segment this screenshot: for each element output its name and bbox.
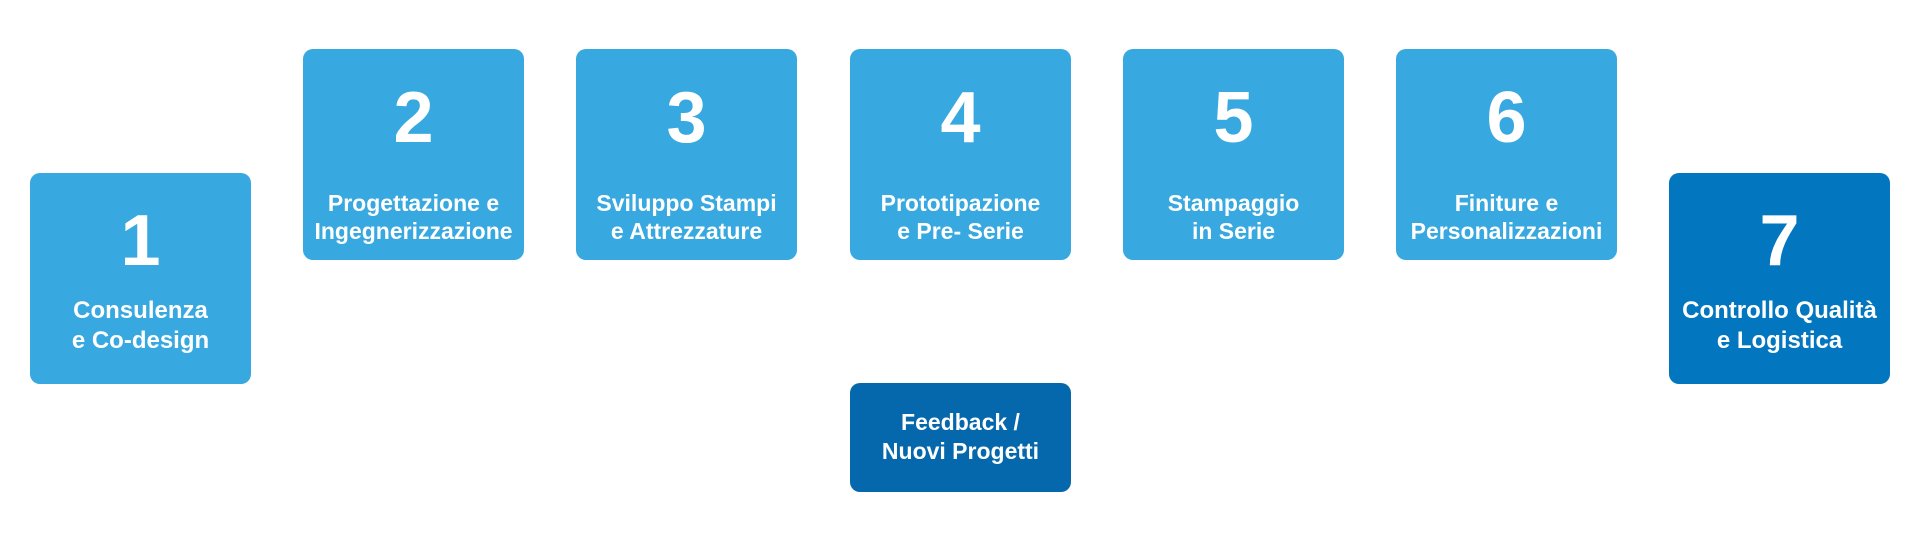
feedback-label-line: Nuovi Progetti [881,438,1040,464]
step-card-7: 7 Controllo Qualità e Logistica [1669,173,1890,384]
step-label-line: Prototipazione [880,190,1041,216]
step-label: Prototipazione e Pre- Serie [850,189,1071,245]
feedback-card: Feedback / Nuovi Progetti [850,383,1071,492]
step-label-line: Personalizzazioni [1410,218,1603,244]
step-card-5: 5 Stampaggio in Serie [1123,49,1344,260]
step-label-line: Sviluppo Stampi [596,190,777,216]
step-number: 5 [1213,78,1254,158]
step-number: 6 [1486,78,1527,158]
step-label: Consulenza e Co-design [30,296,251,356]
step-number: 3 [666,78,707,158]
step-number: 4 [940,78,981,158]
step-card-2: 2 Progettazione e Ingegnerizzazione [303,49,524,260]
step-label-line: e Logistica [1716,327,1843,354]
step-label-line: Controllo Qualità [1682,297,1877,324]
step-card-3: 3 Sviluppo Stampi e Attrezzature [576,49,797,260]
step-label: Finiture e Personalizzazioni [1396,189,1617,245]
step-label-line: Progettazione e [327,190,500,216]
step-label-line: e Attrezzature [610,218,763,244]
feedback-label-line: Feedback / [901,409,1020,435]
step-label: Sviluppo Stampi e Attrezzature [576,189,797,245]
step-label-line: e Co-design [71,327,210,354]
step-label-line: e Pre- Serie [897,218,1024,244]
step-label-line: Ingegnerizzazione [314,218,513,244]
step-label-line: Finiture e [1454,190,1559,216]
step-card-4: 4 Prototipazione e Pre- Serie [850,49,1071,260]
step-label-line: Consulenza [73,297,208,324]
step-number: 7 [1759,201,1800,281]
step-card-6: 6 Finiture e Personalizzazioni [1396,49,1617,260]
step-label: Stampaggio in Serie [1123,189,1344,245]
step-label: Controllo Qualità e Logistica [1669,296,1890,356]
step-label-line: Stampaggio [1167,190,1300,216]
step-label: Progettazione e Ingegnerizzazione [303,189,524,245]
step-label-line: in Serie [1191,218,1276,244]
step-card-1: 1 Consulenza e Co-design [30,173,251,384]
step-number: 2 [393,78,434,158]
step-number: 1 [120,201,161,281]
